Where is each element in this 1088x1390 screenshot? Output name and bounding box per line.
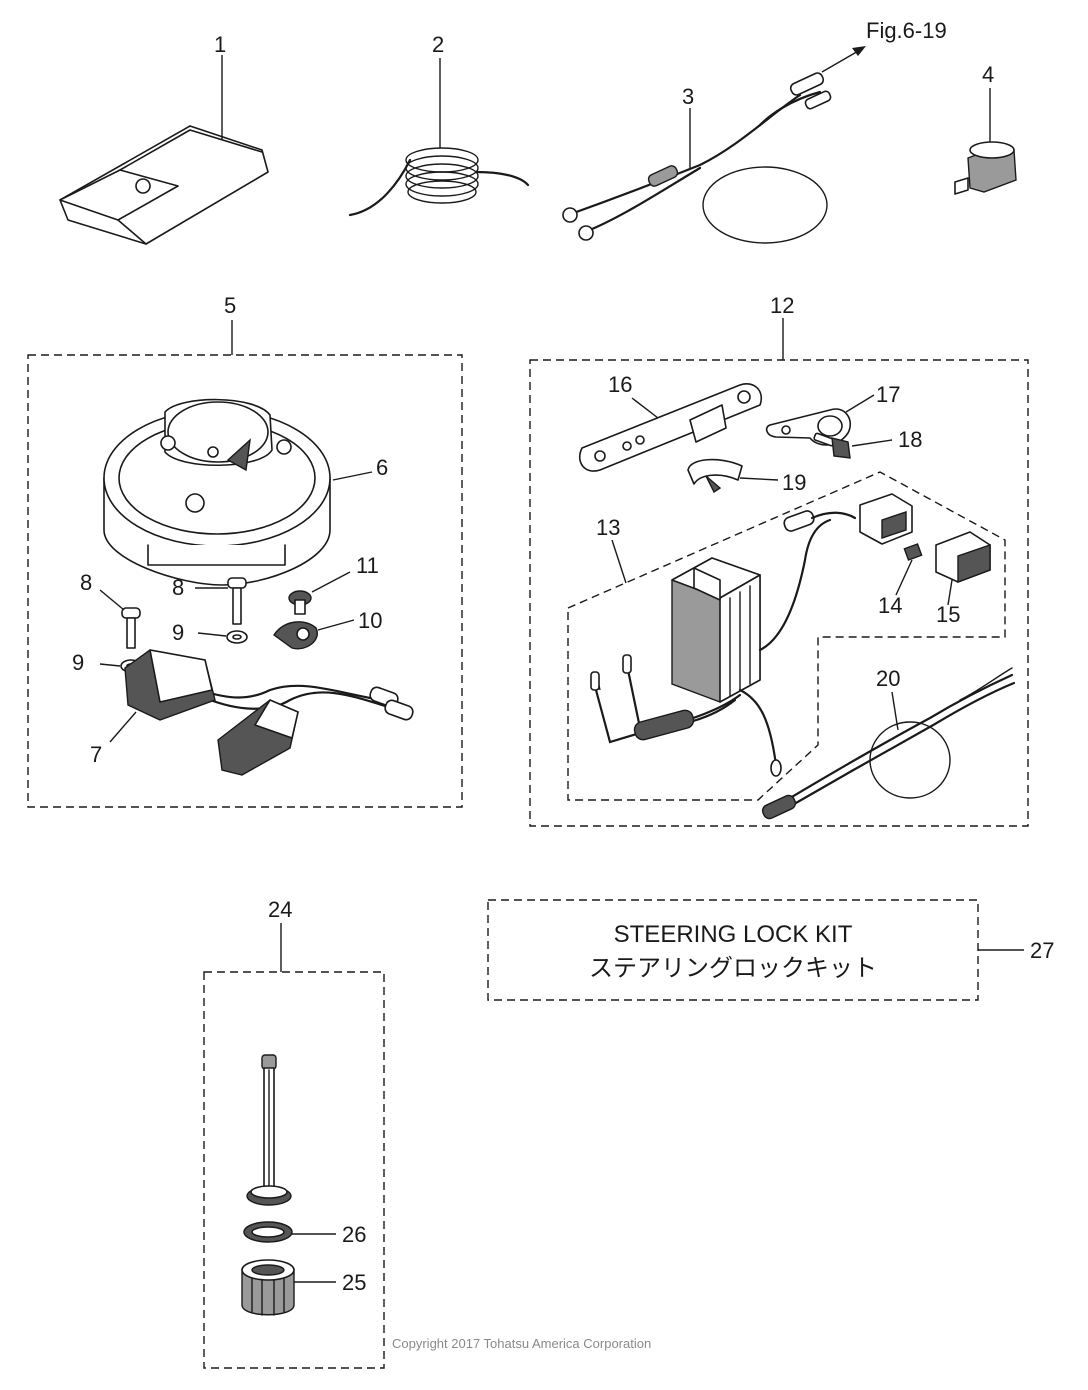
group-13-outline — [567, 471, 1006, 801]
part-16-bracket-plate — [578, 383, 762, 472]
steering-lock-kit-label-jp: ステアリングロックキット — [589, 954, 877, 982]
callout-19: 19 — [782, 470, 806, 495]
part-17-clamp — [765, 408, 852, 446]
callout-18: 18 — [898, 427, 922, 452]
callout-14: 14 — [878, 593, 902, 618]
part-26-o-ring — [243, 1221, 293, 1243]
part-8-screw-left — [121, 607, 141, 649]
callout-10: 10 — [358, 608, 382, 633]
callout-8-center: 8 — [172, 575, 184, 600]
callout-9-left: 9 — [72, 650, 84, 675]
part-14-fuse — [903, 543, 923, 561]
part-18-bolt — [813, 432, 851, 459]
part-13-rectifier — [590, 510, 857, 777]
part-connector-housing — [859, 493, 913, 545]
part-8-screw-center — [227, 577, 247, 625]
callout-20: 20 — [876, 666, 900, 691]
callout-15: 15 — [936, 602, 960, 627]
callout-25: 25 — [342, 1270, 366, 1295]
callout-4: 4 — [982, 62, 994, 87]
callout-2: 2 — [432, 32, 444, 57]
part-2-coiled-wire — [348, 147, 530, 217]
steering-lock-kit-box — [487, 899, 979, 1001]
part-19-clip — [687, 458, 743, 494]
part-4-spacer — [954, 141, 1017, 195]
callout-1: 1 — [214, 32, 226, 57]
part-20-cable — [761, 667, 1016, 820]
callout-6: 6 — [376, 455, 388, 480]
group-24-box — [203, 971, 385, 1369]
part-25-nut-cap — [241, 1259, 295, 1316]
callout-9-center: 9 — [172, 620, 184, 645]
part-11-screw — [288, 590, 312, 615]
part-7-charge-coil — [124, 649, 414, 776]
callout-7: 7 — [90, 742, 102, 767]
callout-3: 3 — [682, 84, 694, 109]
callout-27: 27 — [1030, 938, 1054, 963]
callout-11: 11 — [356, 553, 379, 578]
steering-lock-kit-label: STEERING LOCK KIT — [614, 921, 853, 948]
callout-26: 26 — [342, 1222, 366, 1247]
callout-13: 13 — [596, 515, 620, 540]
part-1-pouch — [59, 125, 269, 245]
callout-24: 24 — [268, 897, 292, 922]
part-24-valve-stem — [246, 1054, 292, 1206]
callout-5: 5 — [224, 293, 236, 318]
copyright-notice: Copyright 2017 Tohatsu America Corporati… — [392, 1336, 651, 1351]
callout-17: 17 — [876, 382, 900, 407]
part-9-washer-center — [226, 630, 248, 644]
part-6-flywheel — [103, 398, 331, 586]
part-3-cable-harness — [562, 72, 832, 244]
part-10-clamp — [273, 621, 318, 650]
group-12-box — [529, 359, 1029, 827]
callout-8-left: 8 — [80, 570, 92, 595]
part-15-connector — [935, 531, 991, 584]
callout-12: 12 — [770, 293, 794, 318]
callout-16: 16 — [608, 372, 632, 397]
fig-reference: Fig.6-19 — [866, 18, 947, 43]
